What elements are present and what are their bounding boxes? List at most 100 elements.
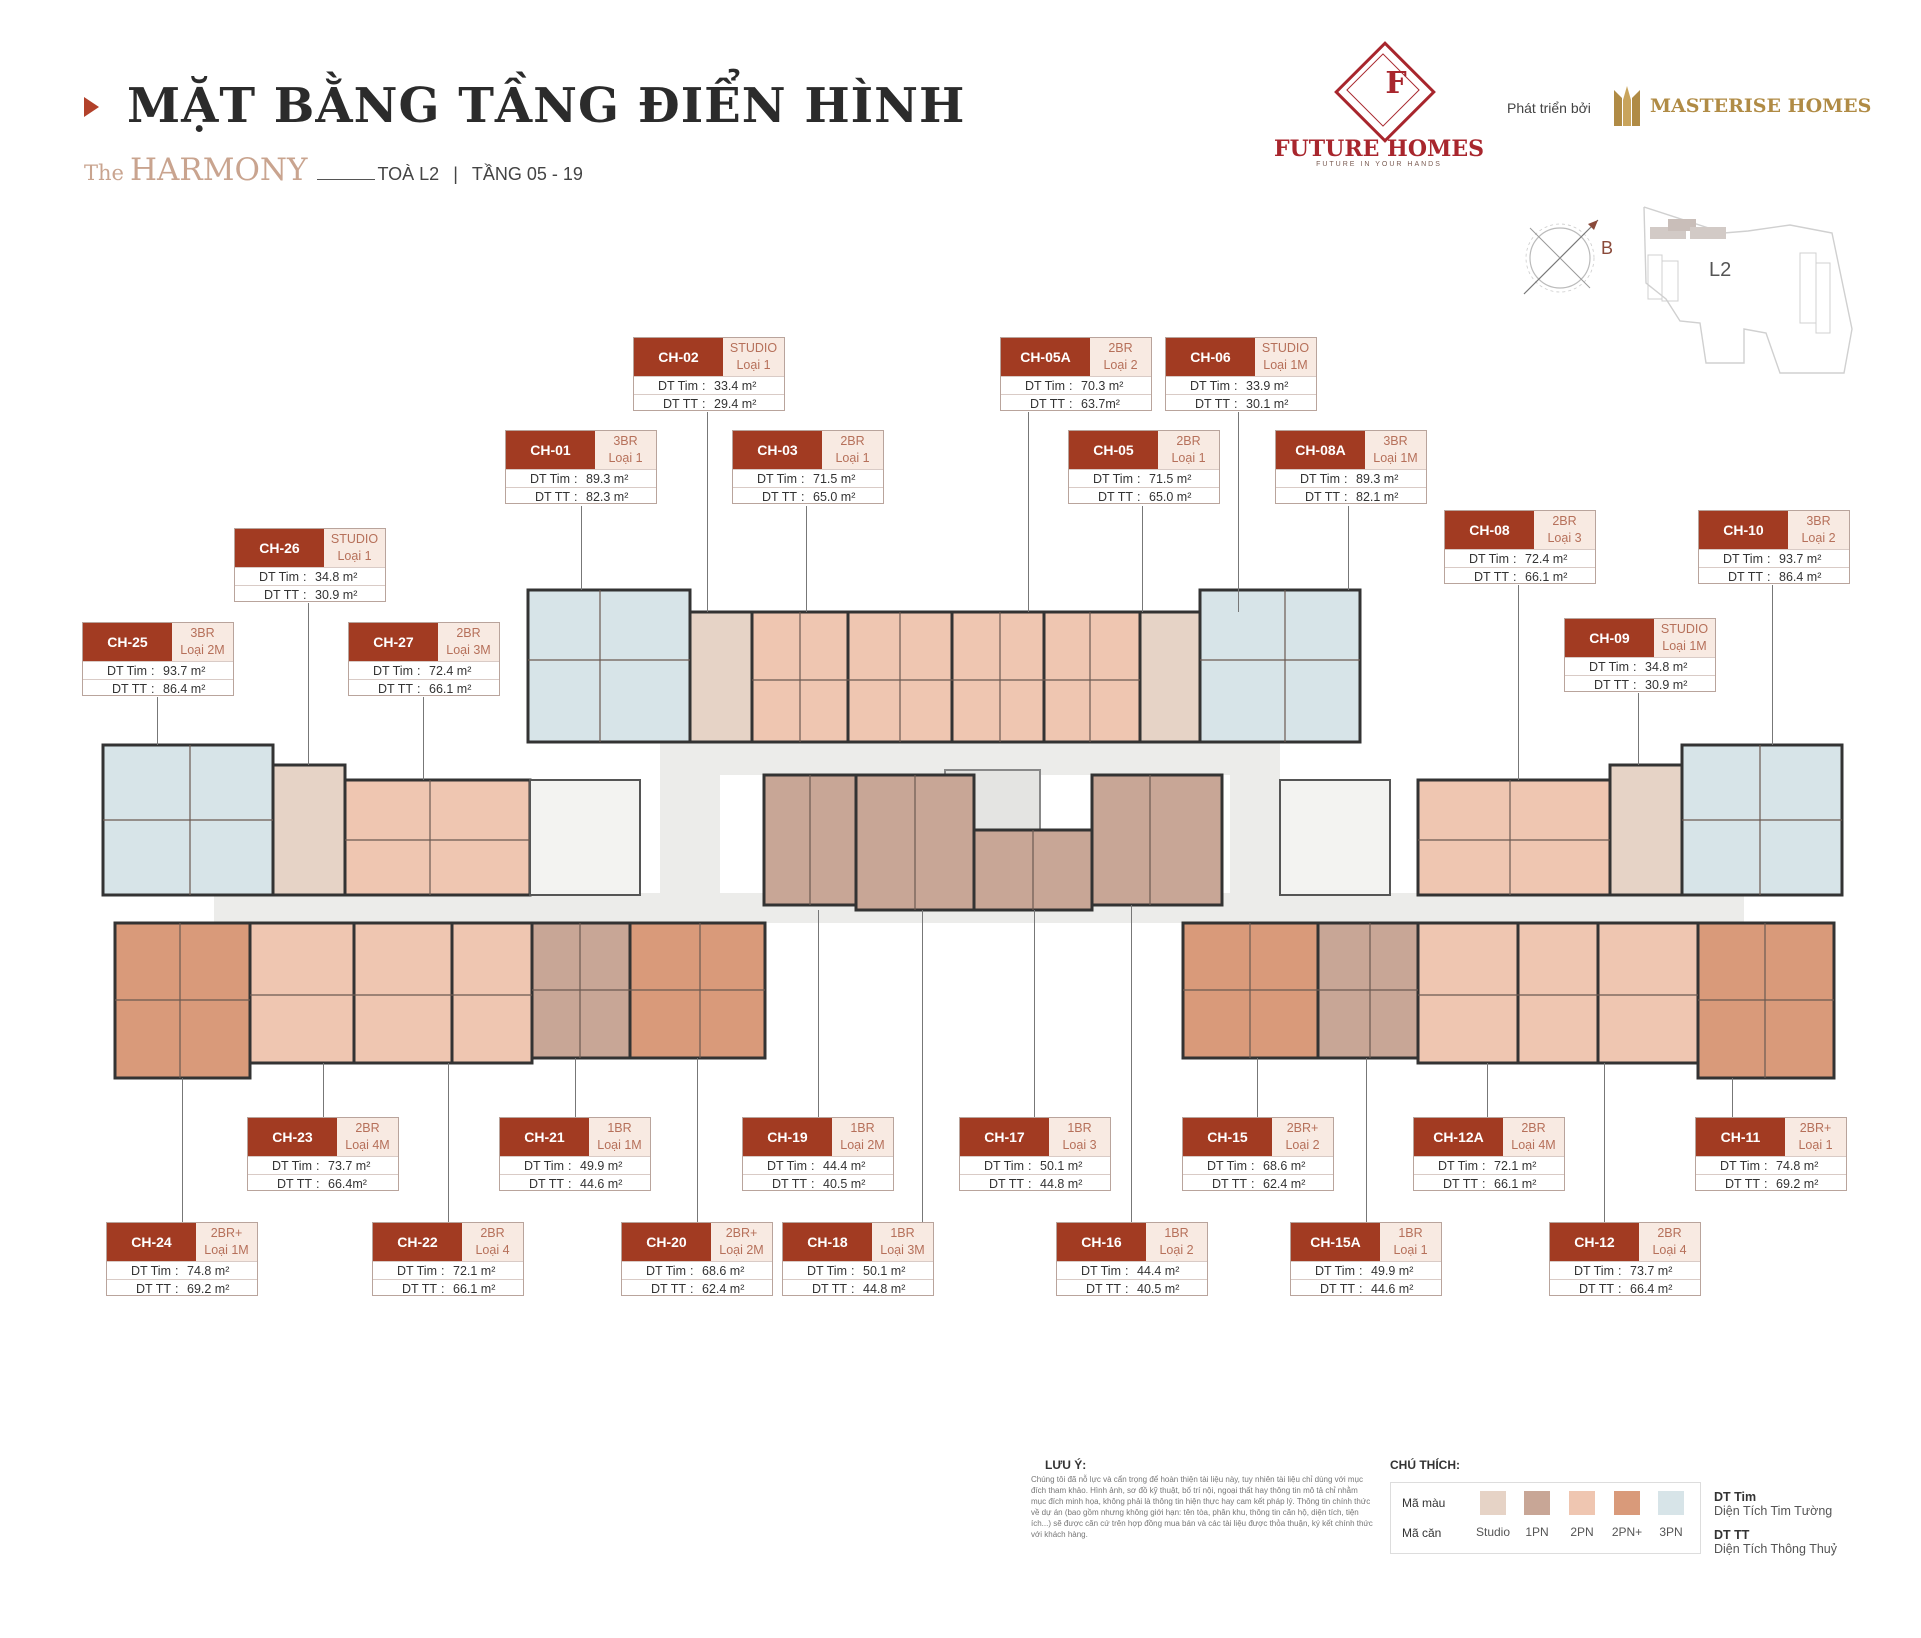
unit-area-row: DT Tim:89.3 m² — [506, 469, 656, 488]
legend-swatch-1pn — [1524, 1491, 1550, 1515]
unit-ch12 — [1596, 921, 1700, 1065]
leader-ch03 — [806, 506, 807, 612]
unit-area-row: DT Tim:50.1 m² — [783, 1261, 933, 1280]
unit-ch01 — [526, 588, 692, 744]
title-arrow-icon — [84, 97, 99, 117]
unit-code: CH-06 — [1166, 338, 1255, 376]
unit-net-area-row: DT TT:82.1 m² — [1276, 487, 1426, 506]
unit-net-area-row: DT TT:69.2 m² — [107, 1279, 257, 1298]
subtitle: The HARMONY TOÀ L2 | TẦNG 05 - 19 — [84, 152, 583, 188]
unit-code: CH-03 — [733, 431, 822, 469]
unit-area-row: DT Tim:44.4 m² — [1057, 1261, 1207, 1280]
unit-ch12a-b — [1516, 921, 1600, 1065]
legend-swatch-3pn — [1658, 1491, 1684, 1515]
unit-net-area-row: DT TT:69.2 m² — [1696, 1174, 1846, 1193]
leader-ch18 — [922, 910, 923, 1222]
abbr-dt-tim-desc: Diện Tích Tim Tường — [1714, 1504, 1833, 1518]
brand-tagline: FUTURE IN YOUR HANDS — [1316, 161, 1442, 168]
leader-ch15 — [1257, 1058, 1258, 1117]
compass-icon — [1523, 219, 1599, 295]
legend-swatch-studio — [1480, 1491, 1506, 1515]
leader-ch01 — [581, 506, 582, 590]
unit-area-row: DT Tim:33.4 m² — [634, 376, 784, 395]
leader-ch11 — [1732, 1078, 1733, 1117]
unit-code: CH-27 — [349, 623, 438, 661]
subtitle-rule — [317, 179, 376, 180]
leader-ch23 — [323, 1063, 324, 1117]
unit-area-row: DT Tim:68.6 m² — [1183, 1156, 1333, 1175]
leader-ch26 — [308, 603, 309, 765]
unit-area-row: DT Tim:73.7 m² — [1550, 1261, 1700, 1280]
compass-north-label: B — [1601, 238, 1614, 258]
unit-ch09 — [1608, 763, 1684, 897]
unit-area-row: DT Tim:72.1 m² — [1414, 1156, 1564, 1175]
unit-code: CH-05A — [1001, 338, 1090, 376]
unit-net-area-row: DT TT:62.4 m² — [622, 1279, 772, 1298]
unit-ch27 — [343, 778, 532, 897]
abbr-dt-tim: DT Tim — [1714, 1490, 1757, 1504]
unit-net-area-row: DT TT:30.1 m² — [1166, 394, 1316, 413]
unit-ch12a — [1416, 921, 1520, 1065]
leader-ch08 — [1518, 585, 1519, 780]
unit-card-ch11: CH-11 2BR+Loại 1 DT Tim:74.8 m² DT TT:69… — [1695, 1117, 1847, 1191]
unit-area-row: DT Tim:89.3 m² — [1276, 469, 1426, 488]
unit-area-row: DT Tim:74.8 m² — [1696, 1156, 1846, 1175]
unit-code: CH-15 — [1183, 1118, 1272, 1156]
unit-code: CH-22 — [373, 1223, 462, 1261]
unit-code: CH-16 — [1057, 1223, 1146, 1261]
project-name: HARMONY — [129, 152, 308, 188]
unit-ch05 — [1042, 610, 1142, 744]
unit-area-row: DT Tim:72.4 m² — [349, 661, 499, 680]
legend-item-2pn-plus: 2PN+ — [1611, 1525, 1643, 1539]
unit-net-area-row: DT TT:30.9 m² — [1565, 675, 1715, 694]
partitions — [103, 590, 1842, 1078]
legend-item-2pn: 2PN — [1570, 1525, 1594, 1539]
abbr-dt-tt-desc: Diện Tích Thông Thuỷ — [1714, 1542, 1837, 1556]
leader-ch22 — [448, 1063, 449, 1222]
keyplan-tower-label: L2 — [1709, 259, 1732, 281]
unit-net-area-row: DT TT:66.1 m² — [1445, 567, 1595, 586]
leader-ch10 — [1772, 585, 1773, 745]
unit-type: 2BR+Loại 1M — [196, 1223, 257, 1261]
unit-code: CH-05 — [1069, 431, 1158, 469]
unit-code: CH-08A — [1276, 431, 1365, 469]
unit-net-area-row: DT TT:40.5 m² — [1057, 1279, 1207, 1298]
unit-area-row: DT Tim:71.5 m² — [733, 469, 883, 488]
unit-area-row: DT Tim:34.8 m² — [1565, 657, 1715, 676]
legend-swatch-2pn-plus — [1614, 1491, 1640, 1515]
unit-net-area-row: DT TT:82.3 m² — [506, 487, 656, 506]
unit-net-area-row: DT TT:86.4 m² — [1699, 567, 1849, 586]
unit-area-row: DT Tim:68.6 m² — [622, 1261, 772, 1280]
unit-ch08a — [1198, 588, 1362, 744]
unit-area-row: DT Tim:44.4 m² — [743, 1156, 893, 1175]
unit-code: CH-02 — [634, 338, 723, 376]
leader-ch20 — [697, 1058, 698, 1222]
developed-by-label: Phát triển bởi — [1507, 100, 1591, 116]
unit-area-row: DT Tim:50.1 m² — [960, 1156, 1110, 1175]
unit-code: CH-25 — [83, 623, 172, 661]
legend-title: CHÚ THÍCH: — [1390, 1458, 1460, 1472]
unit-area-row: DT Tim:72.1 m² — [373, 1261, 523, 1280]
unit-net-area-row: DT TT:66.1 m² — [373, 1279, 523, 1298]
unit-ch22-b — [450, 921, 534, 1065]
legend-item-studio: Studio — [1475, 1525, 1511, 1539]
abbr-dt-tt: DT TT — [1714, 1528, 1750, 1542]
unit-area-row: DT Tim:33.9 m² — [1166, 376, 1316, 395]
